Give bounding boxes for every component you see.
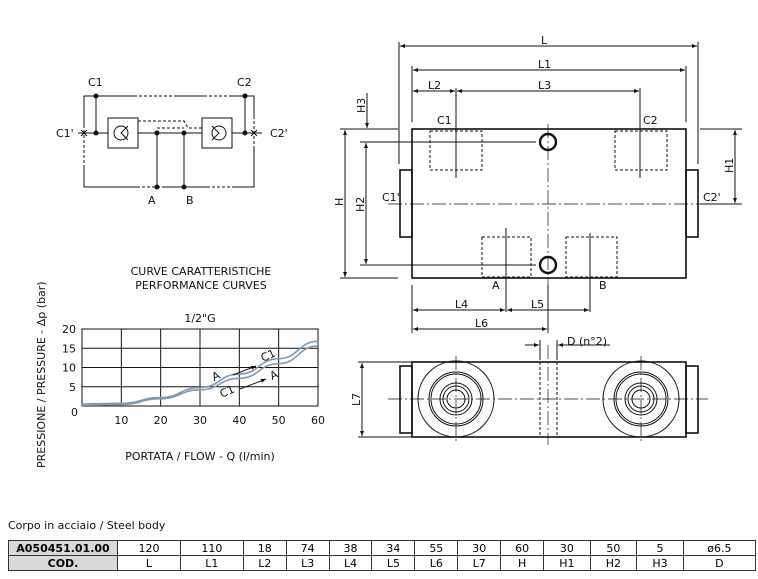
dim-label-h1: H1 (723, 158, 736, 173)
x-axis-label: PORTATA / FLOW - Q (l/min) (125, 450, 275, 463)
port-c2-prime: C2' (703, 191, 721, 204)
y-tick-label: 5 (69, 381, 76, 394)
series-line-a-to-c1 (81, 340, 319, 405)
curve-label-a-upper: A (210, 369, 223, 384)
value-cell: 5 (636, 540, 684, 556)
table-row-headers: COD. L L1 L2 L3 L4 L5 L6 L7 H H1 H2 H3 D (8, 555, 757, 571)
port-a: A (492, 279, 500, 292)
port-label-c1: C1 (88, 76, 103, 89)
table-row-values: A050451.01.00 120 110 18 74 38 34 55 30 … (8, 540, 757, 556)
header-cell: L1 (179, 555, 244, 571)
y-tick-label: 10 (62, 362, 76, 375)
x-tick-label: 20 (154, 414, 168, 427)
flow-arrow-lower (239, 378, 267, 390)
dimensions-table: A050451.01.00 120 110 18 74 38 34 55 30 … (8, 540, 757, 571)
port-c2: C2 (643, 114, 658, 127)
header-cell: L5 (371, 555, 416, 571)
dim-label-l6: L6 (475, 317, 488, 330)
dim-label-h3: H3 (355, 98, 368, 113)
header-code: COD. (8, 555, 118, 571)
header-cell: H1 (543, 555, 591, 571)
port-label-b: B (186, 194, 194, 207)
port-b: B (599, 279, 607, 292)
header-cell: D (682, 555, 757, 571)
value-cell: 74 (285, 540, 330, 556)
hydraulic-schematic: C1 C2 C1' C2' A B (56, 76, 288, 207)
dim-label-h: H (333, 198, 346, 206)
curve-label-c1-lower: C1 (218, 383, 237, 401)
dim-label-l2: L2 (428, 79, 441, 92)
header-cell: L4 (328, 555, 373, 571)
header-cell: L7 (457, 555, 502, 571)
front-view: L L1 L2 L3 H3 H H2 H1 L4 L5 L6 C1 C2 C1'… (333, 34, 742, 333)
dim-label-l3: L3 (538, 79, 551, 92)
value-cell: 30 (457, 540, 502, 556)
value-cell: 30 (543, 540, 591, 556)
dim-label-l: L (541, 34, 548, 47)
dim-label-d: D (n°2) (567, 335, 607, 348)
chart-size-label: 1/2"G (184, 312, 215, 325)
x-tick-label: 50 (272, 414, 286, 427)
header-cell: H2 (589, 555, 638, 571)
y-axis-label: PRESSIONE / PRESSURE - Δp (bar) (35, 281, 48, 468)
port-label-c2-prime: C2' (270, 127, 288, 140)
value-cell: 55 (414, 540, 459, 556)
port-c1-prime: C1' (382, 191, 400, 204)
value-cell: 18 (242, 540, 287, 556)
dim-label-l7: L7 (350, 393, 363, 406)
dim-label-l5: L5 (531, 298, 544, 311)
series-line-c1-to-a (81, 345, 319, 407)
dim-label-l4: L4 (455, 298, 468, 311)
x-tick-label: 40 (232, 414, 246, 427)
port-label-c2: C2 (237, 76, 252, 89)
header-cell: H (500, 555, 545, 571)
header-cell: L3 (285, 555, 330, 571)
x-tick-label: 30 (193, 414, 207, 427)
performance-chart: CURVE CARATTERISTICHE PERFORMANCE CURVES… (35, 265, 325, 468)
flow-arrow-upper (232, 365, 257, 376)
y-tick-label: 20 (62, 323, 76, 336)
product-code: A050451.01.00 (8, 540, 118, 556)
port-c1: C1 (437, 114, 452, 127)
value-cell: 50 (589, 540, 638, 556)
value-cell: ø6.5 (682, 540, 757, 556)
header-cell: L (117, 555, 181, 571)
header-cell: L6 (414, 555, 459, 571)
header-cell: L2 (242, 555, 287, 571)
value-cell: 34 (371, 540, 416, 556)
chart-title: CURVE CARATTERISTICHE (131, 265, 272, 278)
table-caption: Corpo in acciaio / Steel body (8, 519, 166, 532)
y-tick-label: 0 (71, 406, 78, 419)
y-tick-label: 15 (62, 342, 76, 355)
dim-label-l1: L1 (538, 58, 551, 71)
value-cell: 60 (500, 540, 545, 556)
x-tick-label: 10 (114, 414, 128, 427)
check-valve-right (201, 117, 233, 149)
check-valve-left (107, 117, 139, 149)
chart-subtitle: PERFORMANCE CURVES (135, 279, 266, 292)
port-label-c1-prime: C1' (56, 127, 74, 140)
dim-label-h2: H2 (354, 197, 367, 212)
port-label-a: A (148, 194, 156, 207)
x-tick-label: 60 (311, 414, 325, 427)
value-cell: 110 (179, 540, 244, 556)
header-cell: H3 (636, 555, 684, 571)
value-cell: 38 (328, 540, 373, 556)
value-cell: 120 (117, 540, 181, 556)
bottom-view: D (n°2) L7 (350, 335, 708, 445)
curve-label-c1-upper: C1 (259, 347, 278, 365)
